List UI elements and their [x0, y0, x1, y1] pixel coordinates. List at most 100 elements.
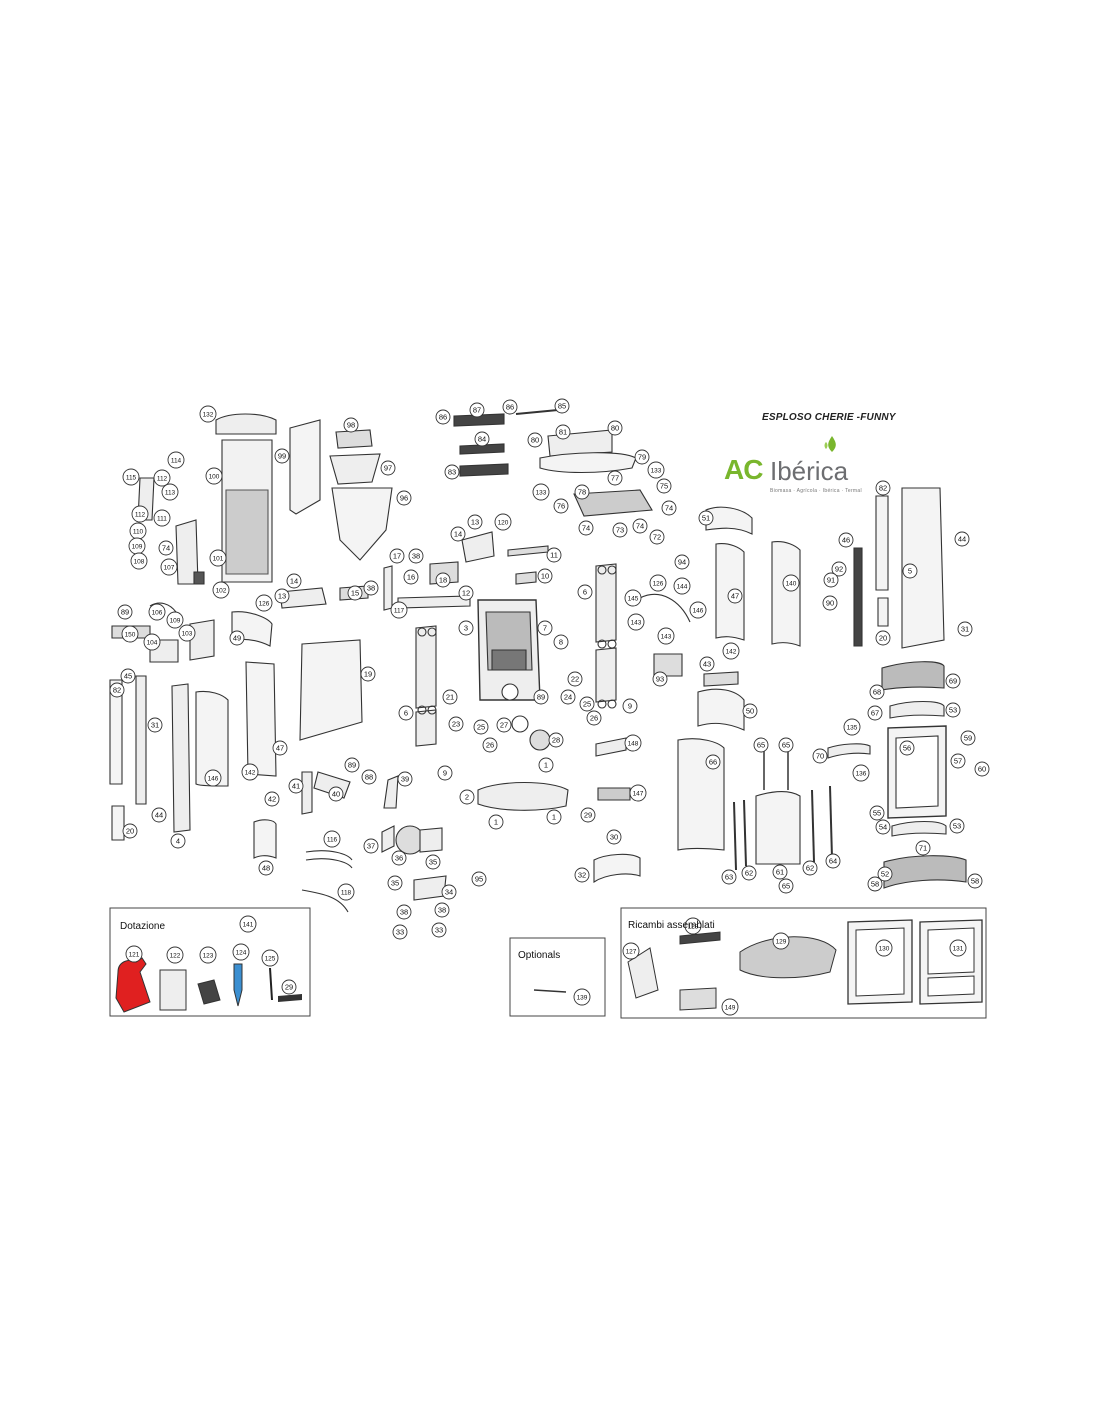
callout-89: 89 [533, 689, 549, 705]
callout-circle [178, 624, 196, 642]
callout-number: 49 [233, 634, 241, 643]
callout-number: 38 [367, 584, 375, 593]
callout-number: 16 [407, 573, 415, 582]
gasket-icon [278, 994, 302, 1002]
callout-circle [722, 642, 740, 660]
callout-100: 100 [205, 467, 223, 485]
callout-circle [153, 509, 171, 527]
callout-circle [949, 939, 967, 957]
callout-144: 144 [673, 577, 691, 595]
callout-82: 82 [109, 682, 125, 698]
callout-33: 33 [431, 922, 447, 938]
callout-circle [199, 946, 217, 964]
callout-circle [274, 448, 290, 464]
callout-61: 61 [772, 864, 788, 880]
callout-circle [274, 588, 290, 604]
optionals-box [509, 937, 606, 1017]
callout-91: 91 [823, 572, 839, 588]
callout-53: 53 [945, 702, 961, 718]
callout-circle [425, 854, 441, 870]
optional-part-139 [533, 989, 567, 993]
callout-circle [875, 939, 893, 957]
callout-circle [117, 604, 133, 620]
callout-107: 107 [160, 558, 178, 576]
callout-131: 131 [949, 939, 967, 957]
callout-number: 65 [757, 741, 765, 750]
callout-number: 34 [445, 888, 453, 897]
callout-circle [241, 763, 259, 781]
callout-number: 69 [949, 677, 957, 686]
callout-number: 48 [262, 864, 270, 873]
callout-94: 94 [674, 554, 690, 570]
callout-circle [537, 620, 553, 636]
callout-circle [450, 526, 466, 542]
callout-circle [622, 942, 640, 960]
callout-circle [574, 484, 590, 500]
callout-number: 58 [871, 880, 879, 889]
callout-number: 130 [879, 946, 890, 953]
callout-circle [431, 922, 447, 938]
callout-circle [741, 865, 757, 881]
callout-circle [546, 809, 562, 825]
callout-number: 80 [531, 436, 539, 445]
callout-circle [554, 398, 570, 414]
callout-circle [673, 577, 691, 595]
logo-prefix: AC [724, 454, 763, 485]
callout-circle [627, 613, 645, 631]
callout-38: 38 [363, 580, 379, 596]
callout-number: 101 [213, 556, 224, 563]
callout-1: 1 [546, 809, 562, 825]
callout-number: 70 [816, 752, 824, 761]
callout-number: 54 [879, 823, 887, 832]
callout-number: 97 [384, 464, 392, 473]
callout-86: 86 [435, 409, 451, 425]
callout-89: 89 [344, 757, 360, 773]
callout-57: 57 [950, 753, 966, 769]
callout-number: 118 [341, 890, 352, 897]
callout-number: 142 [245, 770, 256, 777]
callout-circle [170, 833, 186, 849]
ricambi-items [627, 919, 983, 1011]
callout-circle [954, 531, 970, 547]
callout-14: 14 [286, 573, 302, 589]
callout-140: 140 [782, 574, 800, 592]
callout-circle [852, 764, 870, 782]
callout-22: 22 [567, 671, 583, 687]
callout-38: 38 [396, 904, 412, 920]
callout-number: 129 [776, 939, 787, 946]
callout-58: 58 [867, 876, 883, 892]
callout-circle [147, 717, 163, 733]
callout-circle [442, 689, 458, 705]
callout-149: 149 [721, 998, 739, 1016]
callout-circle [391, 850, 407, 866]
callout-number: 109 [170, 618, 181, 625]
callout-number: 112 [157, 476, 168, 483]
callout-141: 141 [239, 915, 257, 933]
callout-circle [255, 594, 273, 612]
callout-circle [323, 830, 341, 848]
callout-117: 117 [390, 601, 408, 619]
callout-number: 53 [949, 706, 957, 715]
callout-circle [915, 840, 931, 856]
callout-64: 64 [825, 853, 841, 869]
callout-circle [130, 552, 148, 570]
callout-circle [802, 860, 818, 876]
callout-number: 77 [611, 474, 619, 483]
dotazione-items [115, 957, 302, 1013]
callout-number: 20 [126, 827, 134, 836]
callout-86: 86 [502, 399, 518, 415]
callout-51: 51 [698, 510, 714, 526]
callout-number: 1 [494, 818, 498, 827]
callout-number: 10 [541, 572, 549, 581]
callout-54: 54 [875, 819, 891, 835]
callout-circle [574, 867, 590, 883]
callout-circle [622, 698, 638, 714]
callout-number: 140 [786, 581, 797, 588]
callout-circle [624, 734, 642, 752]
callout-126: 126 [255, 594, 273, 612]
callout-circle [361, 769, 377, 785]
callout-49: 49 [229, 630, 245, 646]
callout-number: 24 [564, 693, 572, 702]
callout-circle [812, 748, 828, 764]
callout-number: 93 [656, 675, 664, 684]
